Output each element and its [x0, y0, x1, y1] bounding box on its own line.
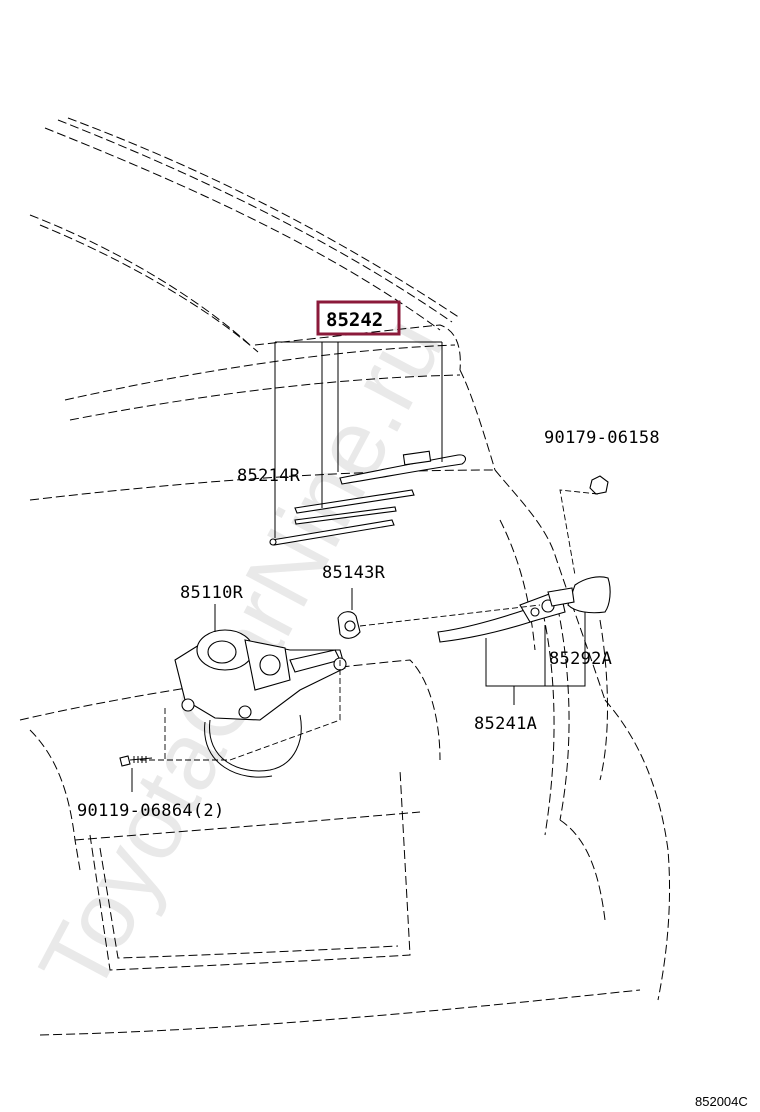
- wiper-blade-assembly: [269, 450, 467, 546]
- part-label-85241A[interactable]: 85241A: [474, 714, 537, 734]
- wiper-arm-assembly: [437, 576, 611, 643]
- part-label-85292A[interactable]: 85292A: [549, 649, 612, 669]
- grommet: [337, 588, 541, 639]
- figure-code: 852004C: [695, 1094, 748, 1109]
- part-label-90179-06158[interactable]: 90179-06158: [544, 428, 660, 448]
- highlight-box-85242: [316, 300, 401, 336]
- bolt: [119, 755, 153, 792]
- part-label-85110R[interactable]: 85110R: [180, 583, 244, 603]
- part-label-90119-06864[interactable]: 90119-06864(2): [77, 801, 225, 821]
- part-labels: 85242 85214R 90179-06158 85143R 85110R 8…: [77, 300, 660, 821]
- vehicle-body-outline: [19, 117, 671, 1036]
- cap-nut: [559, 475, 609, 576]
- part-label-85143R[interactable]: 85143R: [322, 563, 386, 583]
- wiper-motor: [140, 604, 347, 778]
- leader-lines-blade: [274, 341, 443, 538]
- part-label-85242[interactable]: 85242: [326, 309, 383, 331]
- part-label-85214R[interactable]: 85214R: [237, 466, 301, 486]
- leader-lines-arm: [485, 612, 586, 705]
